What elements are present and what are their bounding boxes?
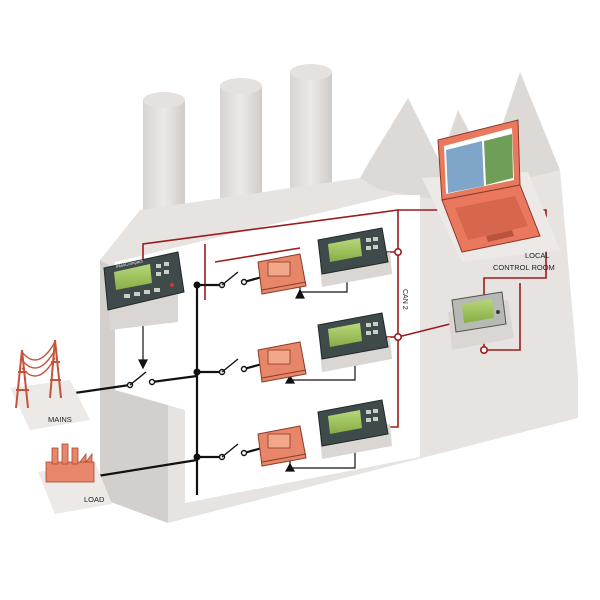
mains-area: MAINS bbox=[10, 339, 90, 430]
chimney-left bbox=[143, 92, 185, 220]
controller-icon bbox=[317, 399, 392, 459]
load-label: LOAD bbox=[84, 495, 105, 504]
chimney-right bbox=[290, 64, 332, 192]
can-bus-label: CAN 2 bbox=[401, 289, 408, 310]
breaker-switch-icon bbox=[126, 271, 248, 461]
chimney-middle bbox=[220, 78, 262, 206]
power-pylon-icon bbox=[15, 339, 62, 409]
controller-icon bbox=[317, 227, 392, 287]
laptop-icon bbox=[422, 119, 560, 262]
load-area: LOAD bbox=[38, 443, 112, 514]
controller-brand: InteliCompact bbox=[115, 258, 144, 269]
genset-icon bbox=[257, 425, 307, 467]
local-control-room-label-line1: LOCAL bbox=[525, 251, 550, 260]
controller-icon bbox=[317, 312, 392, 372]
master-controller-icon: InteliCompact bbox=[103, 251, 185, 330]
genset-icon bbox=[257, 253, 307, 295]
local-control-room-label-line2: CONTROL ROOM bbox=[493, 263, 555, 272]
genset-2 bbox=[257, 312, 392, 383]
genset-1 bbox=[257, 227, 392, 295]
genset-3 bbox=[257, 399, 392, 467]
genset-icon bbox=[257, 341, 307, 383]
mains-label: MAINS bbox=[48, 415, 72, 424]
factory-load-icon bbox=[45, 443, 95, 483]
can-converter-icon bbox=[448, 291, 514, 350]
